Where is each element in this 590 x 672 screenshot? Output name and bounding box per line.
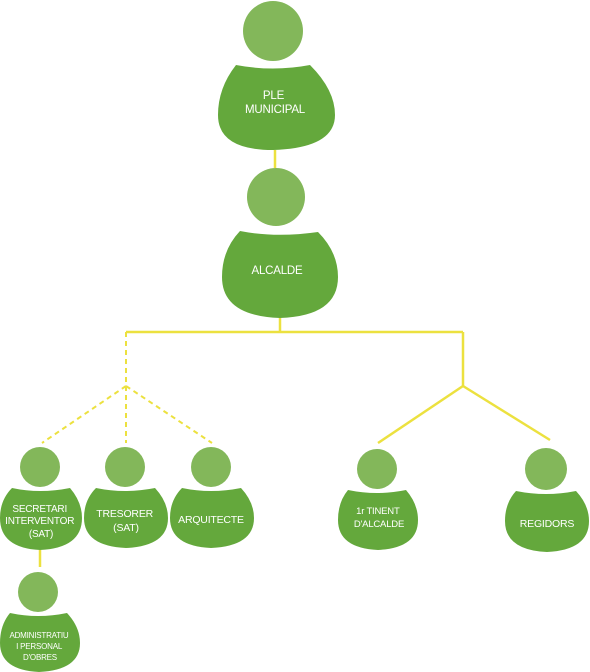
person-icon	[243, 1, 303, 61]
node-regidors: REGIDORS	[505, 448, 589, 552]
node-secretari-interventor: SECRETARI INTERVENTOR (SAT)	[0, 447, 82, 550]
svg-text:ALCALDE: ALCALDE	[251, 265, 303, 277]
node-alcalde: ALCALDE	[222, 168, 338, 318]
person-body	[505, 491, 589, 552]
node-label-line: ARQUITECTE	[178, 514, 244, 526]
node-label-line: MUNICIPAL	[245, 104, 306, 116]
node-tinent-alcalde: 1r TINENT D'ALCALDE	[338, 449, 418, 550]
node-label-line: TRESORER	[96, 508, 153, 520]
svg-text:SECRETARI INTERVENTOR: SECRETARI INTERVENTOR (SAT)	[5, 504, 77, 540]
node-label-line: D'OBRES	[23, 653, 57, 662]
svg-text:ARQUITECTE: ARQUITECTE	[178, 514, 244, 526]
node-arquitecte: ARQUITECTE	[170, 447, 254, 548]
svg-text:ADMINISTRATIU I PERSONAL: ADMINISTRATIU I PERSONAL D'OBRES	[9, 631, 70, 662]
person-icon	[247, 168, 305, 226]
node-label-line: SECRETARI	[12, 504, 67, 515]
person-icon	[525, 448, 567, 490]
node-label-line: ADMINISTRATIU	[9, 631, 68, 640]
node-label-line: D'ALCALDE	[354, 519, 404, 530]
person-body	[0, 488, 82, 550]
node-label-line: 1r TINENT	[356, 506, 400, 517]
svg-text:REGIDORS: REGIDORS	[520, 518, 575, 530]
node-label-line: INTERVENTOR	[5, 516, 74, 527]
node-label-line: REGIDORS	[520, 518, 575, 530]
node-ple-municipal: PLE MUNICIPAL	[218, 1, 335, 150]
node-administratiu: ADMINISTRATIU I PERSONAL D'OBRES	[0, 572, 80, 672]
node-tresorer: TRESORER (SAT)	[84, 447, 168, 548]
person-body	[170, 488, 254, 548]
person-icon	[357, 449, 397, 489]
node-label-line: I PERSONAL	[16, 642, 63, 651]
person-icon	[191, 447, 231, 487]
connector-right-right	[462, 384, 551, 442]
person-body	[222, 231, 338, 318]
node-label-line: (SAT)	[29, 529, 53, 540]
svg-text:TRESORER (SAT): TRESORER (SAT)	[96, 508, 155, 534]
node-label-line: PLE	[263, 90, 285, 102]
node-label-line: ALCALDE	[251, 265, 303, 277]
connectors	[38, 150, 551, 567]
person-icon	[18, 572, 58, 612]
person-body	[338, 490, 418, 550]
node-label-line: (SAT)	[113, 522, 139, 534]
connector-right-left	[377, 384, 464, 445]
svg-text:1r TINENT D'ALCALDE: 1r TINENT D'ALCALDE	[354, 506, 404, 530]
svg-text:PLE MUNICIPAL: PLE MUNICIPAL	[245, 90, 306, 116]
person-body	[0, 613, 80, 672]
person-icon	[20, 447, 60, 487]
person-body	[218, 65, 335, 150]
connector-dashed-left	[41, 385, 127, 444]
connector-dashed-right	[125, 385, 213, 444]
person-body	[84, 488, 168, 548]
person-icon	[105, 447, 145, 487]
